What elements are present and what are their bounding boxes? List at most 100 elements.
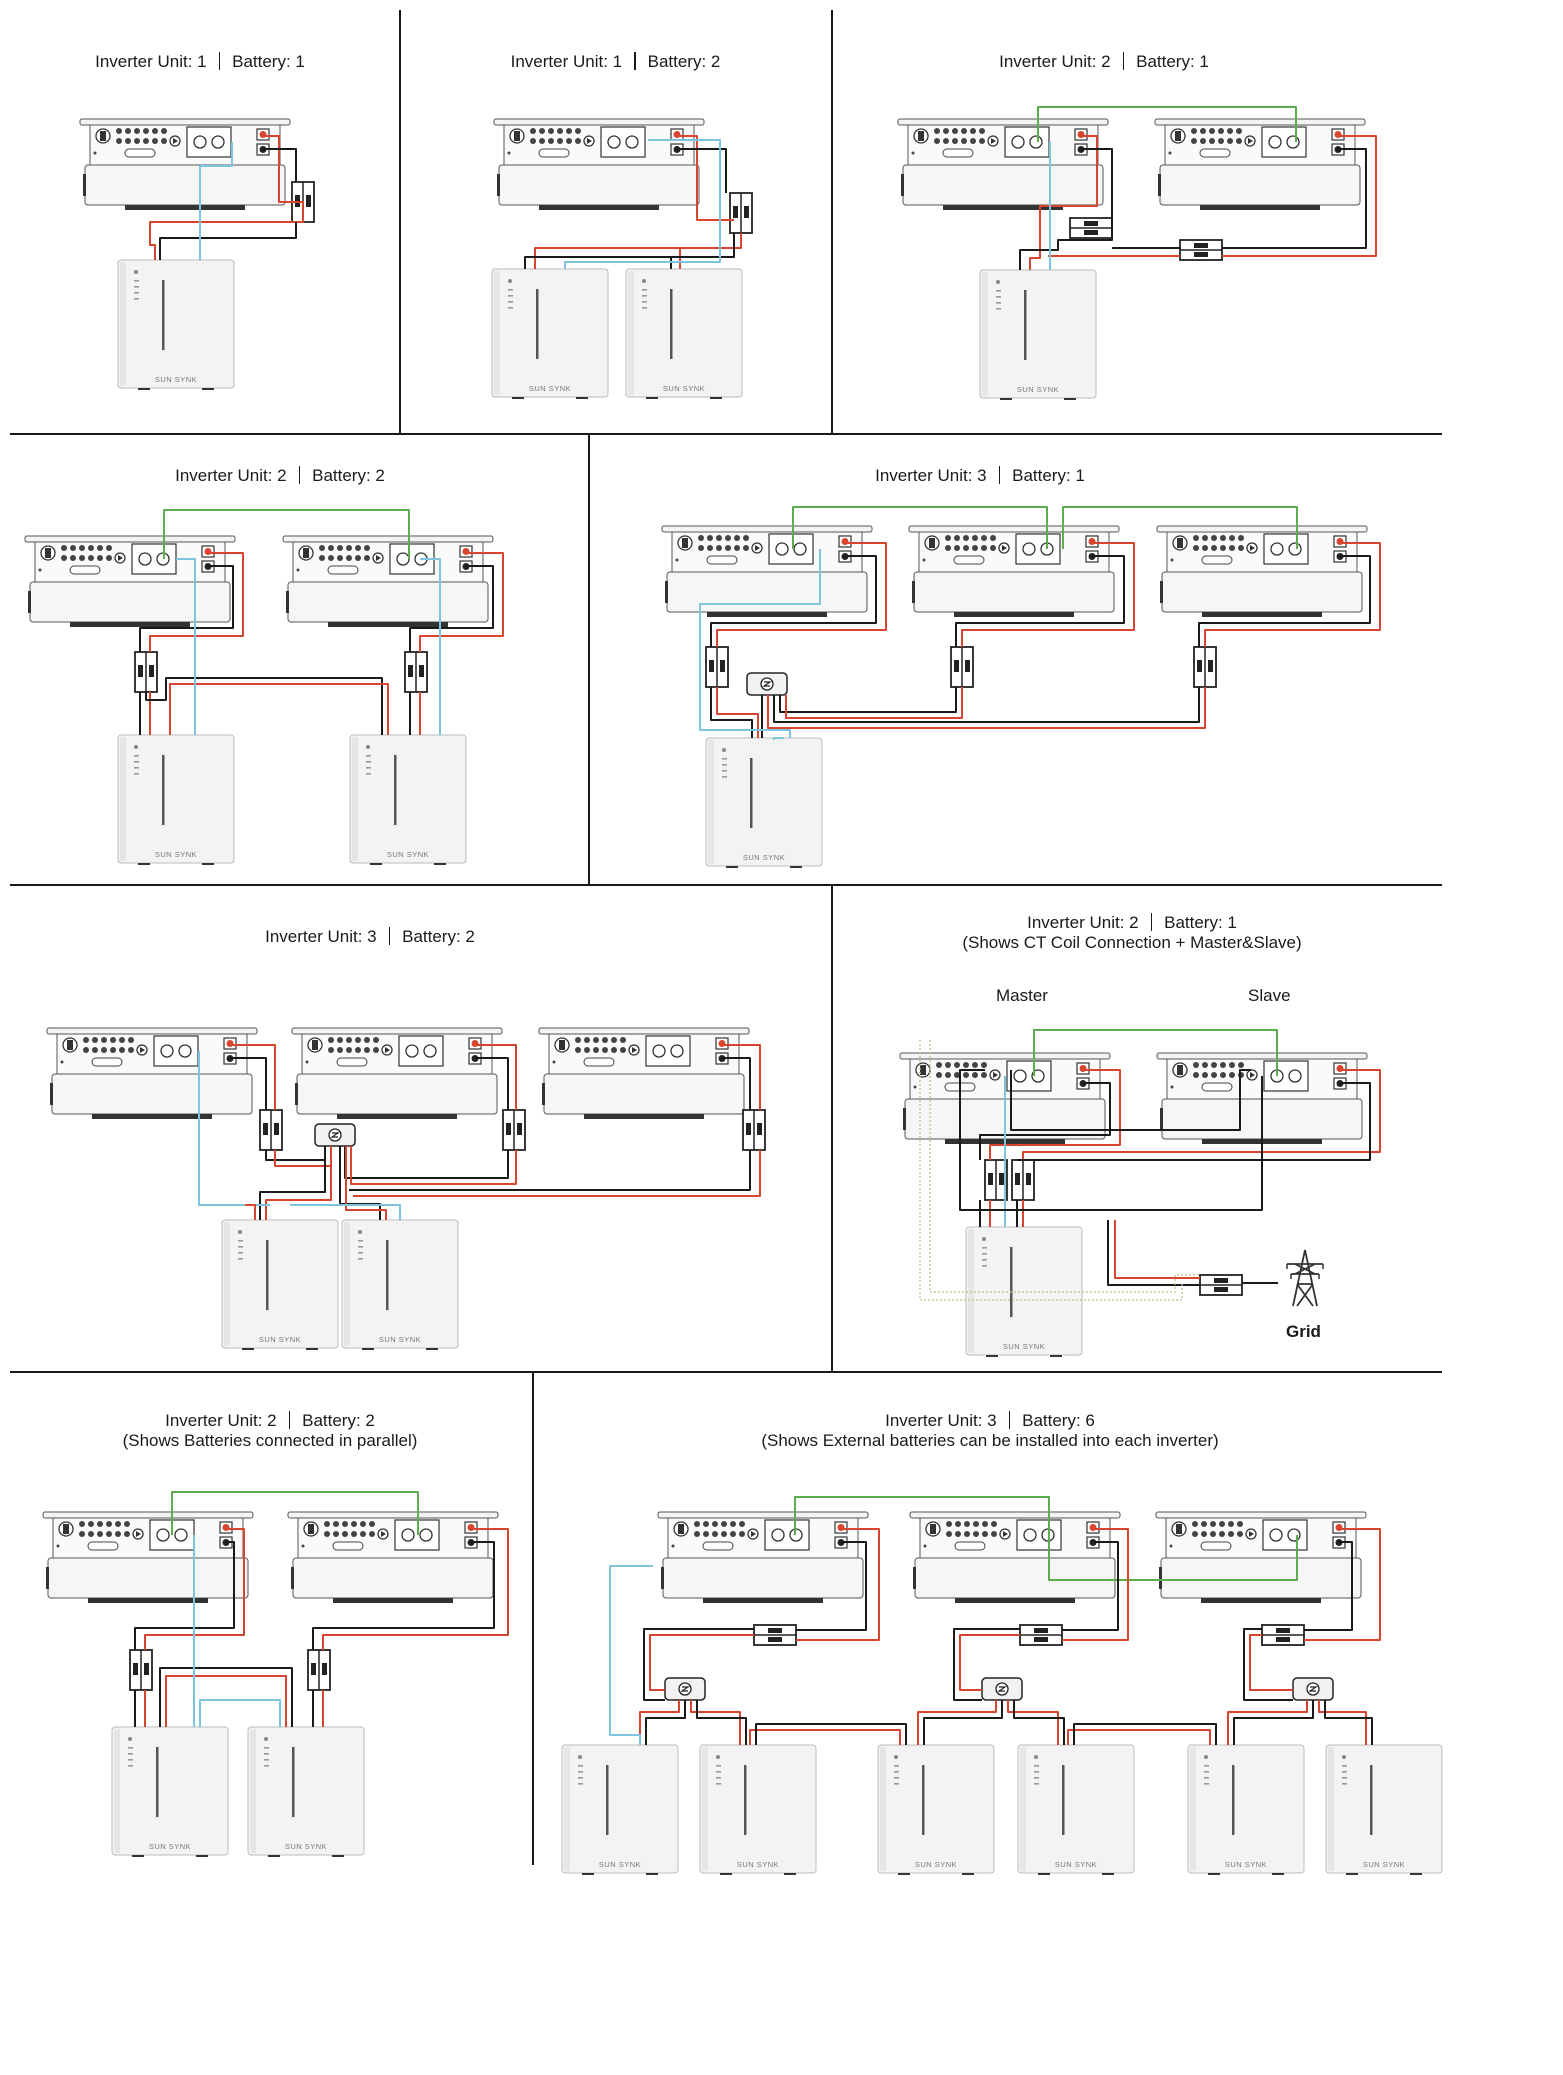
port-dot: [743, 535, 749, 541]
battery-foot: [512, 397, 524, 399]
port-dot: [936, 1072, 942, 1078]
grid-pylon-icon: [1286, 1249, 1324, 1307]
cable: [979, 1082, 1111, 1160]
breaker-toggle: [1276, 1637, 1290, 1642]
port-dot: [115, 1531, 121, 1537]
inverter-top-bracket: [899, 1052, 1111, 1060]
inverter-body: [543, 1073, 745, 1115]
battery-brand-label: SUN SYNK: [1055, 1860, 1097, 1869]
battery-handle: [606, 1765, 609, 1835]
port-dot: [725, 535, 731, 541]
port-dot: [1237, 1531, 1243, 1537]
cable: [1318, 1700, 1367, 1745]
inverter-base: [539, 205, 659, 210]
p2-battery-a: SUN SYNK: [491, 268, 609, 399]
battery-indicator-line: [508, 301, 513, 303]
ct-port-glyph: [751, 1531, 756, 1537]
battery-foot: [434, 863, 446, 865]
battery-indicator-line: [996, 296, 1001, 298]
battery-foot: [1102, 1873, 1114, 1875]
battery-brand-label: SUN SYNK: [285, 1842, 327, 1851]
cable: [290, 1204, 401, 1220]
port-dot: [566, 128, 572, 134]
comms-port-a: [1023, 1528, 1037, 1542]
isolator-switch-knob: [100, 131, 106, 141]
p3-parallel-link: [1037, 106, 1297, 142]
indicator-dot: [305, 1060, 309, 1064]
battery-indicator-line: [578, 1783, 583, 1785]
battery-indicator-line: [264, 1747, 269, 1749]
port-dot: [101, 1047, 107, 1053]
isolator-switch-knob: [1177, 1065, 1183, 1075]
port-dot: [698, 535, 704, 541]
p4-comms-a: [176, 558, 196, 735]
p8-parallel-pos: [165, 1675, 287, 1727]
port-dot: [1192, 1531, 1198, 1537]
port-dot: [319, 545, 325, 551]
battery-side: [1328, 1747, 1334, 1871]
battery-body: [349, 734, 467, 864]
port-dot: [1201, 1521, 1207, 1527]
battery-indicator-line: [1342, 1777, 1347, 1779]
battery-foot: [370, 863, 382, 865]
inverter-base: [88, 1598, 208, 1603]
port-dot: [734, 535, 740, 541]
p7-breaker-a: [984, 1159, 1008, 1201]
ct-port-glyph: [381, 1531, 386, 1537]
p6-inverter-b: [291, 1027, 503, 1119]
port-dot: [952, 138, 958, 144]
battery-body: [1187, 1744, 1305, 1874]
cable: [961, 542, 1135, 647]
battery-indicator-line: [716, 1783, 721, 1785]
port-dot: [152, 128, 158, 134]
cable: [649, 1634, 754, 1691]
comms-port-b: [1288, 542, 1302, 556]
cable: [1013, 1700, 1065, 1745]
breaker-toggle: [709, 660, 714, 672]
usb-port: [87, 1541, 119, 1551]
breaker-toggle: [1084, 230, 1098, 235]
isolator-switch-knob: [67, 1040, 73, 1050]
port-dot: [1220, 1072, 1226, 1078]
port-dot: [1209, 128, 1215, 134]
port-dot: [946, 1531, 952, 1537]
battery-indicator-line: [134, 280, 139, 282]
battery-indicator-line: [894, 1765, 899, 1767]
port-dot: [1220, 535, 1226, 541]
port-dot: [982, 1531, 988, 1537]
battery-indicator-line: [264, 1765, 269, 1767]
port-dot: [1229, 1072, 1235, 1078]
inverter-body: [498, 164, 700, 206]
port-dot: [346, 545, 352, 551]
cable: [1222, 148, 1367, 249]
comms-port-b: [793, 542, 807, 556]
usb-port: [1201, 1082, 1233, 1092]
indicator-dot: [93, 151, 97, 155]
p6-battery-a: SUN SYNK: [221, 1219, 339, 1350]
indicator-dot: [1170, 1085, 1174, 1089]
cable: [923, 1700, 1003, 1745]
usb-port: [124, 148, 156, 158]
port-dot: [620, 1037, 626, 1043]
breaker-toggle: [133, 1663, 138, 1675]
inverter-body: [51, 1073, 253, 1115]
battery-indicator-line: [238, 1240, 243, 1242]
port-dot: [620, 1047, 626, 1053]
port-dot: [575, 1047, 581, 1053]
inverter-top-bracket: [661, 525, 873, 533]
breaker-toggle: [517, 1123, 522, 1135]
p9-comms-cable: [609, 1565, 653, 1745]
port-dot: [328, 555, 334, 561]
battery-indicator-line: [1034, 1777, 1039, 1779]
port-dot: [1202, 1072, 1208, 1078]
port-dot: [557, 128, 563, 134]
battery-handle: [1232, 1765, 1235, 1835]
p7-grid-pos: [1114, 1220, 1200, 1279]
port-dot: [70, 545, 76, 551]
battery-indicator-line: [134, 755, 139, 757]
comms-port-b: [625, 135, 639, 149]
battery-indicator-line: [982, 1253, 987, 1255]
battery-handle: [922, 1765, 925, 1835]
cable: [419, 552, 504, 652]
